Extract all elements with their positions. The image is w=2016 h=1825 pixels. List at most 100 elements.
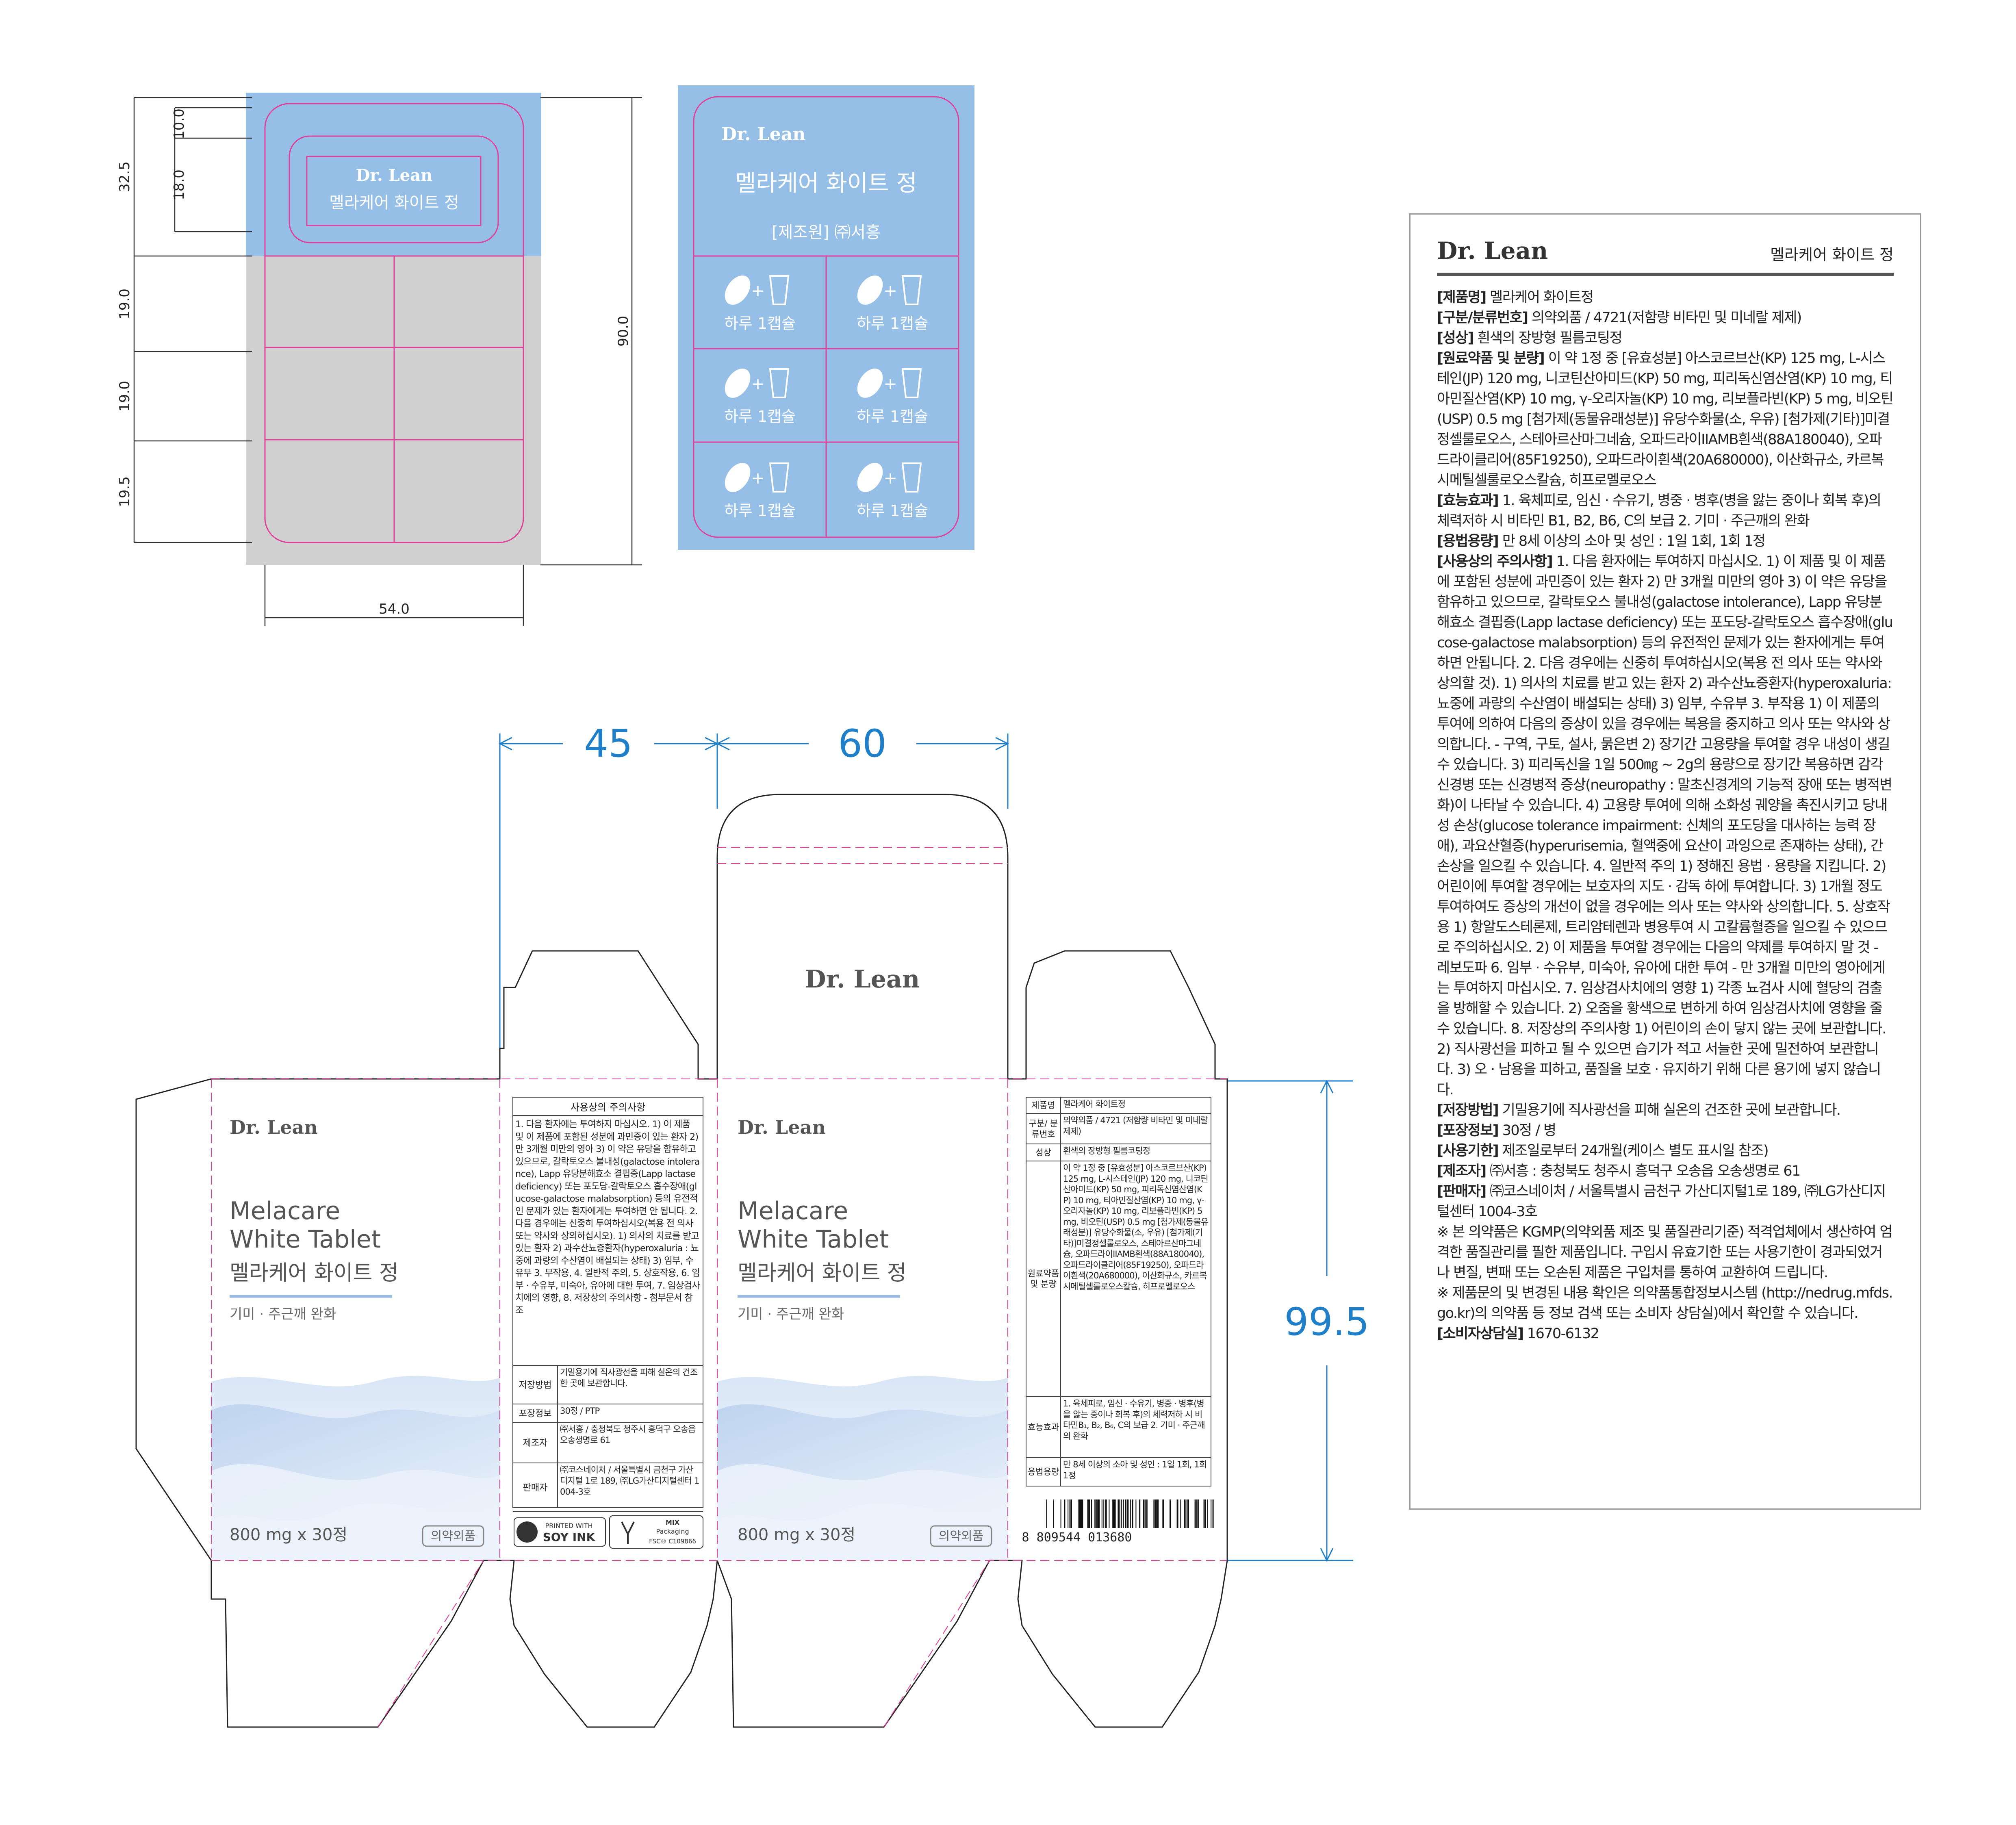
barcode-bar: [1139, 1499, 1141, 1528]
label-line-text: 1. 다음 환자에는 투여하지 마십시오. 1) 이 제품 및 이 제품에 포함…: [1437, 553, 1893, 1098]
label-line-text: 1. 육체피로, 임신 · 수유기, 병중 · 병후(병을 앓는 중이나 회복 …: [1437, 493, 1881, 529]
caution-row-value: ㈜코스네이처 / 서울특별시 금천구 가산디지털 1로 189, ㈜LG가산디지…: [560, 1465, 699, 1497]
spec-row-value: 1. 육체피로, 임신 · 수유기, 병중 · 병후(병을 앓는 중이나 회복 …: [1063, 1399, 1205, 1441]
spec-row-key: 원료약품 및 분량: [1027, 1269, 1059, 1289]
caution-body: 1. 다음 환자에는 투여하지 마십시오. 1) 이 제품 및 이 제품에 포함…: [515, 1119, 700, 1316]
blister-cell-text: 하루 1캡슐: [724, 502, 796, 520]
label-line-text: 만 8세 이상의 소아 및 성인 : 1일 1회, 1회 1정: [1498, 533, 1766, 549]
spec-row-value: 의약외품 / 4721 (저함량 비타민 및 미네랄 제제): [1063, 1115, 1208, 1136]
tablet-icon: [857, 275, 883, 305]
label-line: [용법용량] 만 8세 이상의 소아 및 성인 : 1일 1회, 1회 1정: [1437, 531, 1894, 551]
front1-badge: 의약외품: [431, 1529, 475, 1543]
label-line-heading: [효능효과]: [1437, 493, 1499, 509]
front1-en-1: Melacare: [230, 1197, 340, 1225]
spec-row-value: 만 8세 이상의 소아 및 성인 : 1일 1회, 1회 1정: [1063, 1460, 1207, 1480]
barcode-bar: [1146, 1499, 1148, 1528]
plus-icon: +: [751, 469, 765, 488]
barcode-bar: [1053, 1499, 1054, 1528]
dim-19-5: 19.5: [117, 476, 133, 507]
label-line-heading: [제품명]: [1437, 289, 1487, 306]
blister-cell: + 하루 1캡슐: [724, 462, 796, 520]
blister-cell-text: 하루 1캡슐: [724, 315, 796, 332]
barcode-bar: [1123, 1499, 1124, 1528]
blister-cell: +하루 1캡슐: [724, 275, 796, 332]
barcode-bar: [1144, 1499, 1146, 1528]
front2-badge: 의약외품: [939, 1529, 983, 1543]
front1-ko: 멜라케어 화이트 정: [230, 1261, 399, 1285]
cup-icon: [769, 462, 790, 493]
label-line-text: ※ 제품문의 및 변경된 내용 확인은 의약품통합정보시스템 (http://n…: [1437, 1285, 1893, 1322]
label-line: ※ 제품문의 및 변경된 내용 확인은 의약품통합정보시스템 (http://n…: [1437, 1283, 1894, 1324]
barcode-bar: [1155, 1499, 1157, 1528]
barcode-bar: [1194, 1499, 1196, 1528]
barcode-bar: [1098, 1499, 1100, 1528]
label-line-text: 흰색의 장방형 필름코팅정: [1473, 330, 1623, 346]
barcode-bar: [1180, 1499, 1181, 1528]
barcode-bar: [1078, 1499, 1080, 1528]
barcode-bar: [1205, 1499, 1206, 1528]
barcode: [1046, 1499, 1214, 1528]
barcode-bar: [1128, 1499, 1129, 1528]
barcode-bar: [1091, 1499, 1092, 1528]
barcode-bar: [1198, 1499, 1199, 1528]
label-line: [성상] 흰색의 장방형 필름코팅정: [1437, 328, 1894, 348]
blister-cell: +하루 1캡슐: [857, 368, 928, 425]
fsc-1: MIX: [666, 1519, 680, 1526]
front2-tagline: 기미 · 주근깨 완화: [738, 1306, 844, 1322]
barcode-bar: [1170, 1499, 1171, 1528]
label-line: [제조자] ㈜서흥 : 충청북도 청주시 흥덕구 오송읍 오송생명로 61: [1437, 1161, 1894, 1181]
caution-text: 1. 다음 환자에는 투여하지 마십시오. 1) 이 제품 및 이 제품에 포함…: [515, 1118, 701, 1362]
blister-right-maker: [제조원] ㈜서흥: [772, 223, 881, 242]
barcode-bar: [1105, 1499, 1107, 1528]
barcode-bar: [1132, 1499, 1133, 1528]
box-dieline: 45 60 99.5: [135, 722, 1369, 1728]
barcode-bar: [1162, 1499, 1164, 1528]
dim-90: 90.0: [615, 316, 631, 347]
caution-row-value: 기밀용기에 직사광선을 피해 실온의 건조한 곳에 보관합니다.: [560, 1367, 698, 1388]
barcode-bar: [1196, 1499, 1198, 1528]
fsc-2: Packaging: [656, 1528, 689, 1535]
label-line-heading: [판매자]: [1437, 1183, 1487, 1200]
label-product: 멜라케어 화이트 정: [1770, 246, 1894, 264]
front2-en-1: Melacare: [738, 1197, 848, 1225]
label-brand: Dr. Lean: [1437, 237, 1548, 265]
blister-left-brand: Dr. Lean: [356, 166, 433, 185]
barcode-bar: [1087, 1499, 1089, 1528]
caution-row-key: 포장정보: [519, 1409, 552, 1419]
tablet-icon: [725, 462, 751, 493]
barcode-bar: [1089, 1499, 1090, 1528]
front1-tagline: 기미 · 주근깨 완화: [230, 1306, 336, 1322]
spec-row-key: 효능효과: [1027, 1422, 1059, 1432]
barcode-bar: [1212, 1499, 1214, 1528]
label-line-text: 의약외품 / 4721(저함량 비타민 및 미네랄 제제): [1528, 310, 1802, 326]
tablet-icon: [725, 368, 751, 398]
barcode-bar: [1126, 1499, 1128, 1528]
label-line-text: 멜라케어 화이트정: [1486, 289, 1594, 306]
dim-45: 45: [584, 722, 633, 766]
plus-icon: +: [883, 469, 897, 488]
label-line-text: 제조일로부터 24개월(케이스 별도 표시일 참조): [1498, 1143, 1769, 1159]
label-line-heading: [원료약품 및 분량]: [1437, 350, 1545, 367]
barcode-bar: [1096, 1499, 1098, 1528]
barcode-bar: [1143, 1499, 1144, 1528]
caution-row-value: ㈜서흥 / 충청북도 청주시 흥덕구 오송읍 오송생명로 61: [560, 1424, 696, 1445]
barcode-bar: [1114, 1499, 1116, 1528]
label-line: [포장정보] 30정 / 병: [1437, 1120, 1894, 1141]
barcode-digits: 8 809544 013680: [1022, 1530, 1132, 1545]
spec-row-key: 용법용량: [1027, 1467, 1059, 1477]
label-line: [구분/분류번호] 의약외품 / 4721(저함량 비타민 및 미네랄 제제): [1437, 308, 1894, 328]
tablet-icon: [725, 275, 751, 305]
spec-row-value: 흰색의 장방형 필름코팅정: [1063, 1146, 1150, 1156]
tablet-icon: [857, 462, 883, 493]
cup-icon: [769, 275, 790, 305]
caution-row-value: 30정 / PTP: [560, 1406, 600, 1416]
caution-row-key: 판매자: [523, 1483, 548, 1493]
label-line-heading: [포장정보]: [1437, 1122, 1499, 1139]
front2-dose: 800 mg x 30정: [738, 1526, 855, 1544]
label-line-text: 1670-6132: [1523, 1326, 1599, 1342]
dim-18: 18.0: [171, 169, 187, 200]
cup-icon: [901, 275, 922, 305]
front2-en-2: White Tablet: [738, 1225, 889, 1254]
label-line: [원료약품 및 분량] 이 약 1정 중 [유효성분] 아스코르브산(KP) 1…: [1437, 348, 1894, 490]
barcode-bar: [1064, 1499, 1066, 1528]
